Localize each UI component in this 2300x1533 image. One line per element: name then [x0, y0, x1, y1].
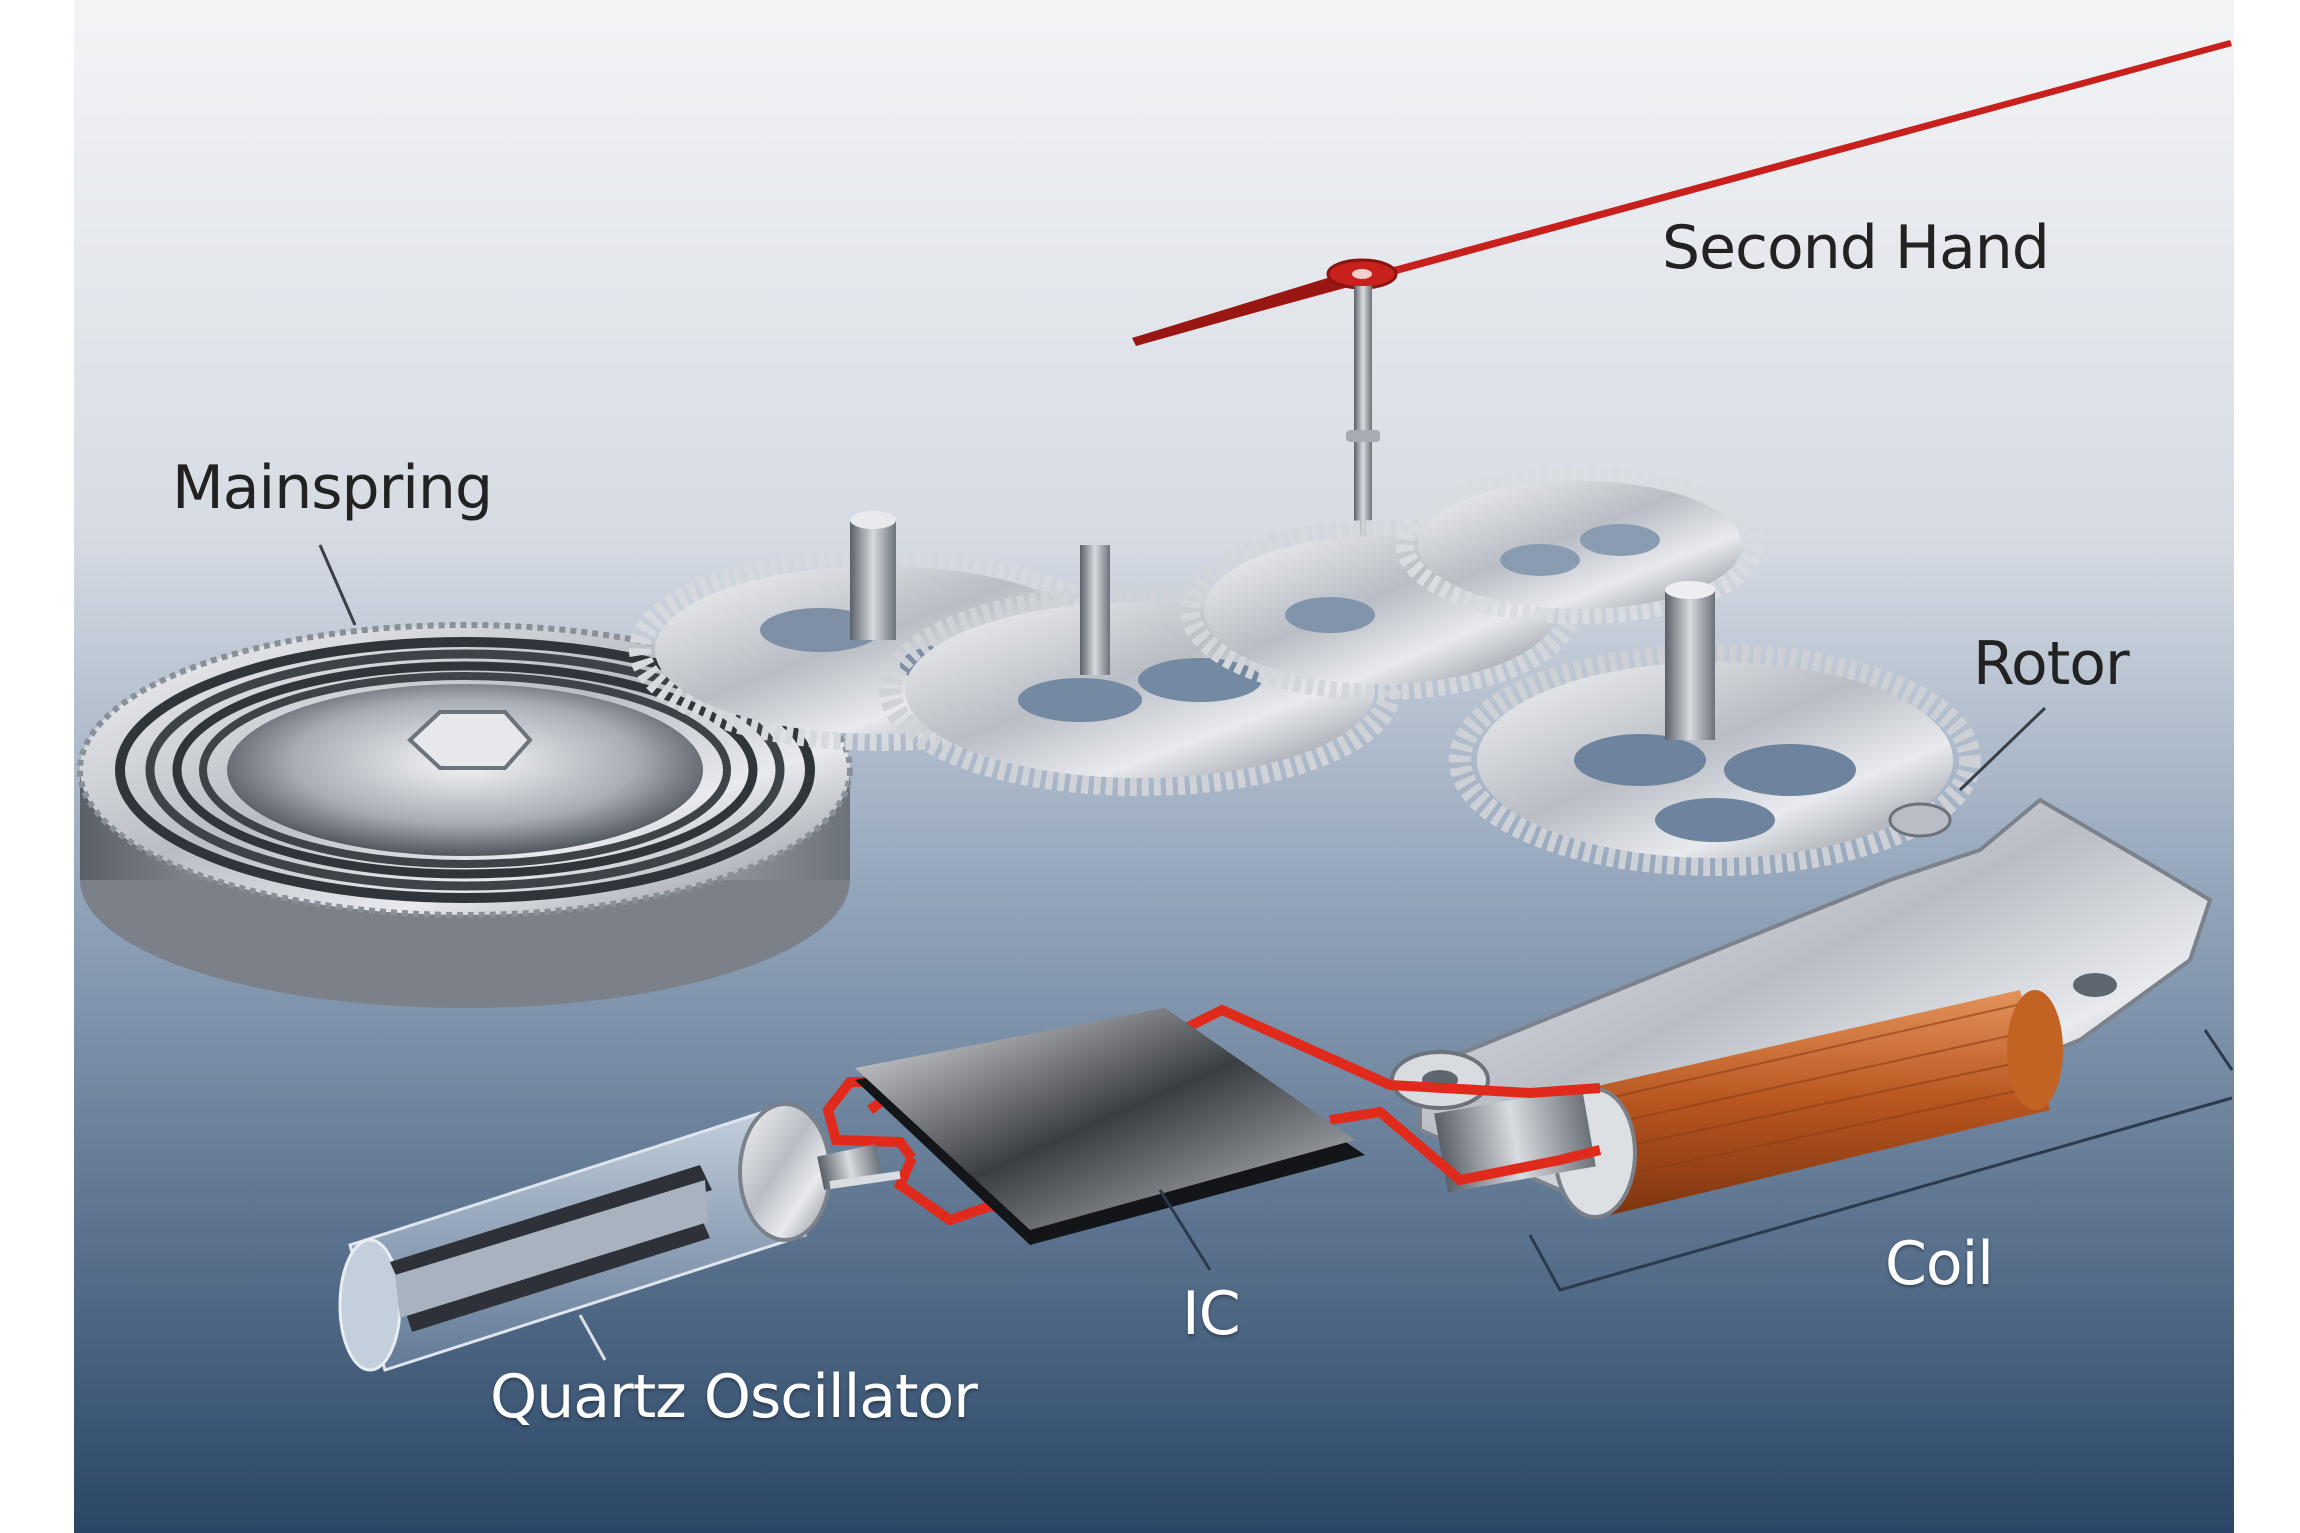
label-quartz-oscillator: Quartz Oscillator	[490, 1362, 978, 1432]
gear-train	[629, 466, 1981, 876]
quartz-oscillator-part	[338, 1102, 901, 1372]
coil-part	[1434, 990, 2063, 1219]
label-mainspring: Mainspring	[172, 453, 493, 523]
label-coil: Coil	[1885, 1229, 1994, 1299]
label-ic: IC	[1182, 1279, 1241, 1349]
ic-part	[855, 1008, 1365, 1245]
label-rotor: Rotor	[1973, 629, 2130, 699]
label-second-hand: Second Hand	[1662, 213, 2050, 283]
leader-lines	[318, 544, 2234, 1361]
